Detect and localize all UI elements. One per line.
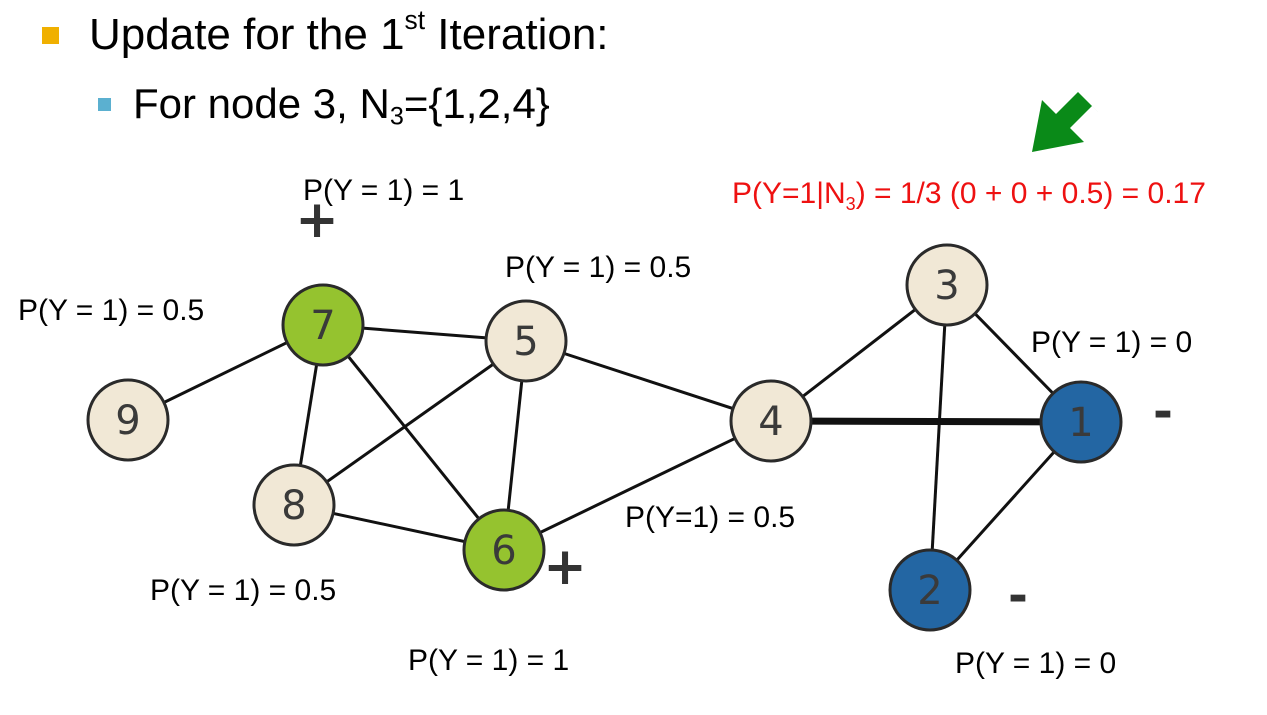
edge-6-4 — [503, 419, 772, 552]
node-7-circle — [281, 283, 365, 367]
edge-3-2 — [928, 284, 949, 591]
node-1-probability: P(Y = 1) = 0 — [1031, 326, 1192, 359]
node-2-probability: P(Y = 1) = 0 — [955, 647, 1116, 680]
superscript-st: st — [404, 5, 426, 36]
node-4: 4 — [729, 379, 813, 463]
node-7-label: 7 — [310, 303, 335, 349]
node-4-label: 4 — [758, 399, 783, 445]
node-9-circle — [86, 378, 170, 462]
graph-edges — [127, 283, 1083, 592]
edge-4-1 — [770, 417, 1082, 426]
node-7: 7 — [281, 283, 365, 367]
node-7-probability: P(Y = 1) = 1 — [303, 174, 464, 207]
node-1-sign-negative: - — [1153, 384, 1173, 440]
node-8: 8 — [252, 463, 336, 547]
node-1-circle — [1039, 380, 1123, 464]
node-8-label: 8 — [281, 483, 306, 529]
bullet-update-iteration: Update for the 1st Iteration: — [42, 5, 609, 60]
node-2-circle — [888, 548, 972, 632]
graph-labels: P(Y = 1) = 0-P(Y = 1) = 0-P(Y=1) = 0.5P(… — [18, 174, 1206, 680]
edge-5-8 — [293, 339, 527, 507]
node-5-label: 5 — [513, 319, 538, 365]
node-9: 9 — [86, 378, 170, 462]
bullet-square-icon — [98, 97, 111, 111]
bullet-text: Update for the 1st Iteration: — [89, 5, 609, 59]
node-2-sign-negative: - — [1008, 568, 1028, 624]
graph-nodes: 1 2 3 4 5 6 7 8 9 — [86, 243, 1123, 632]
node-4-circle — [729, 379, 813, 463]
bullet-square-icon — [42, 26, 59, 44]
node-3-label: 3 — [934, 263, 959, 309]
node-6-probability: P(Y = 1) = 1 — [408, 644, 569, 677]
node-3: 3 — [905, 243, 989, 327]
node-2-label: 2 — [917, 568, 942, 614]
edge-5-4 — [525, 339, 772, 423]
sub-bullet-node3-neighbors: For node 3, N3={1,2,4} — [98, 80, 550, 131]
node-9-probability: P(Y = 1) = 0.5 — [18, 294, 204, 327]
edge-7-6 — [321, 324, 506, 551]
node-3-circle — [905, 243, 989, 327]
node-1-label: 1 — [1068, 400, 1093, 446]
sub-bullet-text: For node 3, N3={1,2,4} — [133, 80, 550, 131]
green-arrow-icon — [1032, 92, 1098, 152]
node-6: 6 — [462, 508, 546, 592]
node-7-sign-positive: + — [295, 190, 339, 250]
node-2: 2 — [888, 548, 972, 632]
subscript-3: 3 — [389, 102, 404, 131]
node-8-probability: P(Y = 1) = 0.5 — [150, 574, 336, 607]
node-5-probability: P(Y = 1) = 0.5 — [505, 251, 691, 284]
node-1: 1 — [1039, 380, 1123, 464]
node-6-circle — [462, 508, 546, 592]
node-6-sign-positive: + — [543, 537, 587, 597]
node-4-probability: P(Y=1) = 0.5 — [625, 501, 795, 534]
node-9-label: 9 — [115, 398, 140, 444]
node-3-update-formula: P(Y=1|N3) = 1/3 (0 + 0 + 0.5) = 0.17 — [732, 177, 1206, 214]
node-6-label: 6 — [491, 528, 516, 574]
node-8-circle — [252, 463, 336, 547]
node-5-circle — [484, 299, 568, 383]
node-5: 5 — [484, 299, 568, 383]
